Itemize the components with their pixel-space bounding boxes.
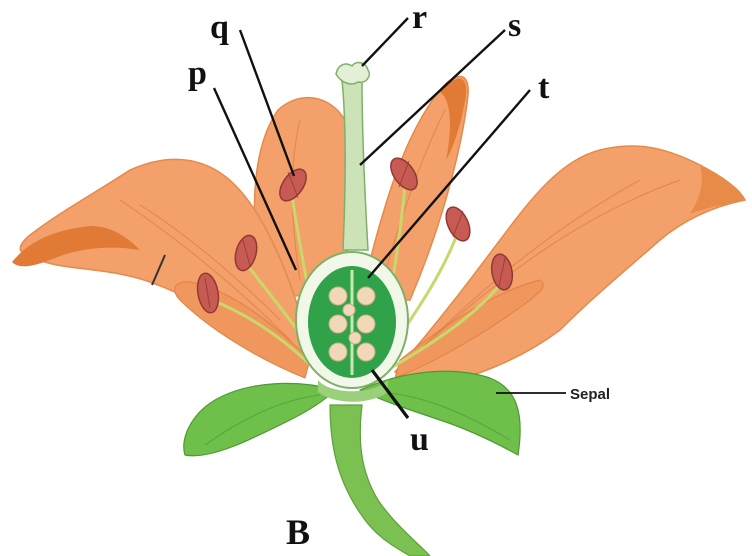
leader-r <box>362 18 408 66</box>
label-t: t <box>538 69 550 106</box>
caption-b: B <box>286 512 310 552</box>
label-u: u <box>410 421 429 458</box>
label-s: s <box>508 7 521 44</box>
style <box>342 80 368 250</box>
label-q: q <box>210 9 229 46</box>
label-p: p <box>188 55 207 92</box>
label-r: r <box>412 0 427 36</box>
label-sepal: Sepal <box>570 386 610 403</box>
sepal-left <box>184 383 335 455</box>
stigma <box>336 63 369 84</box>
